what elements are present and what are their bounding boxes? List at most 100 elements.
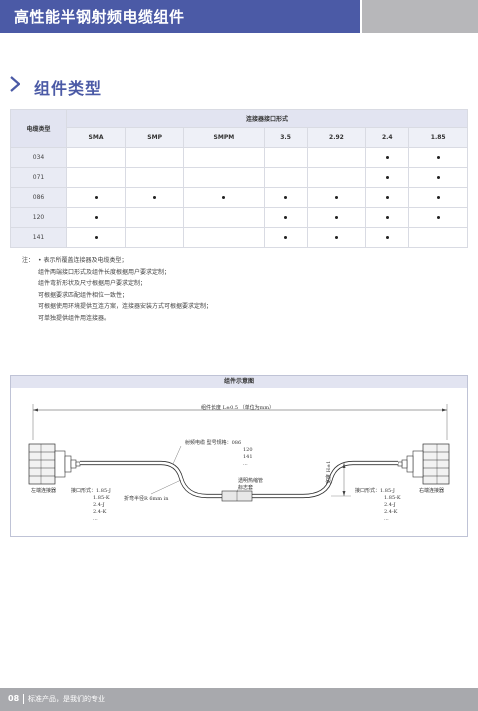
interface-option: 2.4-J	[384, 502, 396, 508]
row-cable-type: 141	[10, 227, 67, 248]
coverage-dot	[385, 156, 389, 159]
table-row: 071	[10, 167, 468, 188]
table-cell	[65, 187, 127, 208]
sleeve-label-line: 透明热缩管	[238, 478, 264, 484]
row-cable-type: 086	[10, 187, 67, 208]
table-cell	[183, 187, 265, 208]
header-grey-block	[362, 0, 478, 33]
coverage-dot	[334, 216, 338, 219]
table-cell	[183, 167, 265, 188]
col-header-cable-type: 电缆类型	[10, 109, 67, 148]
table-cell	[125, 227, 185, 248]
page-header: 高性能半钢射频电缆组件	[0, 0, 478, 33]
coverage-dot	[153, 196, 157, 199]
col-header-connector: SMPM	[183, 127, 265, 148]
table-cell	[408, 207, 468, 228]
diagram-title: 组件示意图	[11, 376, 467, 388]
table-cell	[263, 187, 308, 208]
section-title: 组件类型	[34, 79, 103, 98]
coverage-dot	[385, 216, 389, 219]
table-cell	[365, 167, 410, 188]
table-cell	[183, 207, 265, 228]
table-cell	[408, 167, 468, 188]
coverage-dot	[284, 236, 288, 239]
coverage-dot	[385, 176, 389, 179]
coverage-dot	[436, 196, 440, 199]
table-cell	[65, 207, 127, 228]
table-cell	[183, 147, 265, 168]
left-interface-options: 1.85-K 2.4-J 2.4-K ...	[93, 495, 110, 523]
table-row: 141	[10, 227, 468, 248]
note-item: 可根据使用环境提供互连方案，连接器安装方式可根据要求定制；	[38, 303, 213, 310]
col-header-connector: SMA	[65, 127, 127, 148]
footer-slogan: 标准产品，是我们的专业	[28, 695, 105, 703]
table-row: 086	[10, 187, 468, 208]
interface-option: ...	[93, 516, 98, 522]
coverage-dot	[94, 236, 98, 239]
col-header-connector: 1.85	[408, 127, 468, 148]
sleeve-label: 透明热缩管 标志套	[238, 478, 263, 492]
coverage-dot	[94, 216, 98, 219]
cable-model-list: 120 141 ...	[243, 447, 253, 468]
table-cell	[365, 227, 410, 248]
table-cell	[125, 187, 185, 208]
table-cell	[365, 147, 410, 168]
notes-list: • 表示所覆盖连接器及电缆类型； 组件两端接口形式及组件长度根据用户要求定制； …	[38, 255, 418, 324]
col-header-connector: 2.4	[365, 127, 410, 148]
length-dimension-label: 组件长度 L±0.5 （单位为mm）	[201, 405, 275, 411]
table-cell	[263, 227, 308, 248]
table-cell	[408, 227, 468, 248]
table-cell	[65, 227, 127, 248]
table-cell	[306, 147, 367, 168]
row-cable-type: 034	[10, 147, 67, 168]
col-header-connector: 3.5	[263, 127, 308, 148]
page-number: 08	[8, 694, 20, 703]
assembly-diagram: 组件示意图	[10, 375, 468, 537]
table-cell	[408, 147, 468, 168]
cable-model-item: 120	[243, 447, 253, 453]
coverage-dot	[334, 236, 338, 239]
table-cell	[263, 207, 308, 228]
bend-radius-label: 折弯半径R 6mm in	[124, 496, 169, 502]
coverage-dot	[385, 196, 389, 199]
col-header-connector: SMP	[125, 127, 185, 148]
row-cable-type: 120	[10, 207, 67, 228]
coverage-dot	[334, 196, 338, 199]
coverage-dot	[284, 196, 288, 199]
table-cell	[263, 147, 308, 168]
coverage-dot	[436, 216, 440, 219]
cable-model-label: 射频电缆 型号规格：086	[185, 440, 242, 446]
page-footer: 08 标准产品，是我们的专业	[0, 688, 478, 711]
table-cell	[125, 207, 185, 228]
note-item: 可根据要求匹配组件相位一致性；	[38, 291, 129, 299]
cable-model-item: 141	[243, 454, 253, 460]
left-connector-label: 左端连接器	[31, 488, 57, 494]
note-item: 组件弯折形状及尺寸根据用户要求定制；	[38, 280, 147, 287]
table-cell	[65, 167, 127, 188]
table-cell	[263, 167, 308, 188]
table-row: 034	[10, 147, 468, 168]
note-item: • 表示所覆盖连接器及电缆类型；	[38, 257, 128, 264]
left-interface-label: 接口形式：1.85-J	[71, 488, 111, 494]
table-cell	[183, 227, 265, 248]
sleeve-label-line: 标志套	[238, 485, 254, 491]
coverage-dot	[94, 196, 98, 199]
width-dimension-label: 宽度 H±1	[326, 460, 332, 484]
note-item: 可单独提供组件用连接器。	[38, 314, 111, 322]
note-item: 组件两端接口形式及组件长度根据用户要求定制；	[38, 268, 171, 276]
cable-drawing	[28, 404, 450, 502]
right-interface-label: 接口形式：1.85-J	[355, 488, 395, 494]
table-cell	[306, 167, 367, 188]
table-cell	[65, 147, 127, 168]
table-cell	[125, 167, 185, 188]
row-cable-type: 071	[10, 167, 67, 188]
coverage-dot	[436, 176, 440, 179]
table-cell	[306, 187, 367, 208]
table-cell	[365, 187, 410, 208]
header-bar: 高性能半钢射频电缆组件	[0, 0, 360, 33]
interface-option: 2.4-K	[93, 509, 107, 515]
table-cell	[306, 227, 367, 248]
coverage-dot	[385, 236, 389, 239]
right-connector-drawing	[397, 443, 450, 485]
